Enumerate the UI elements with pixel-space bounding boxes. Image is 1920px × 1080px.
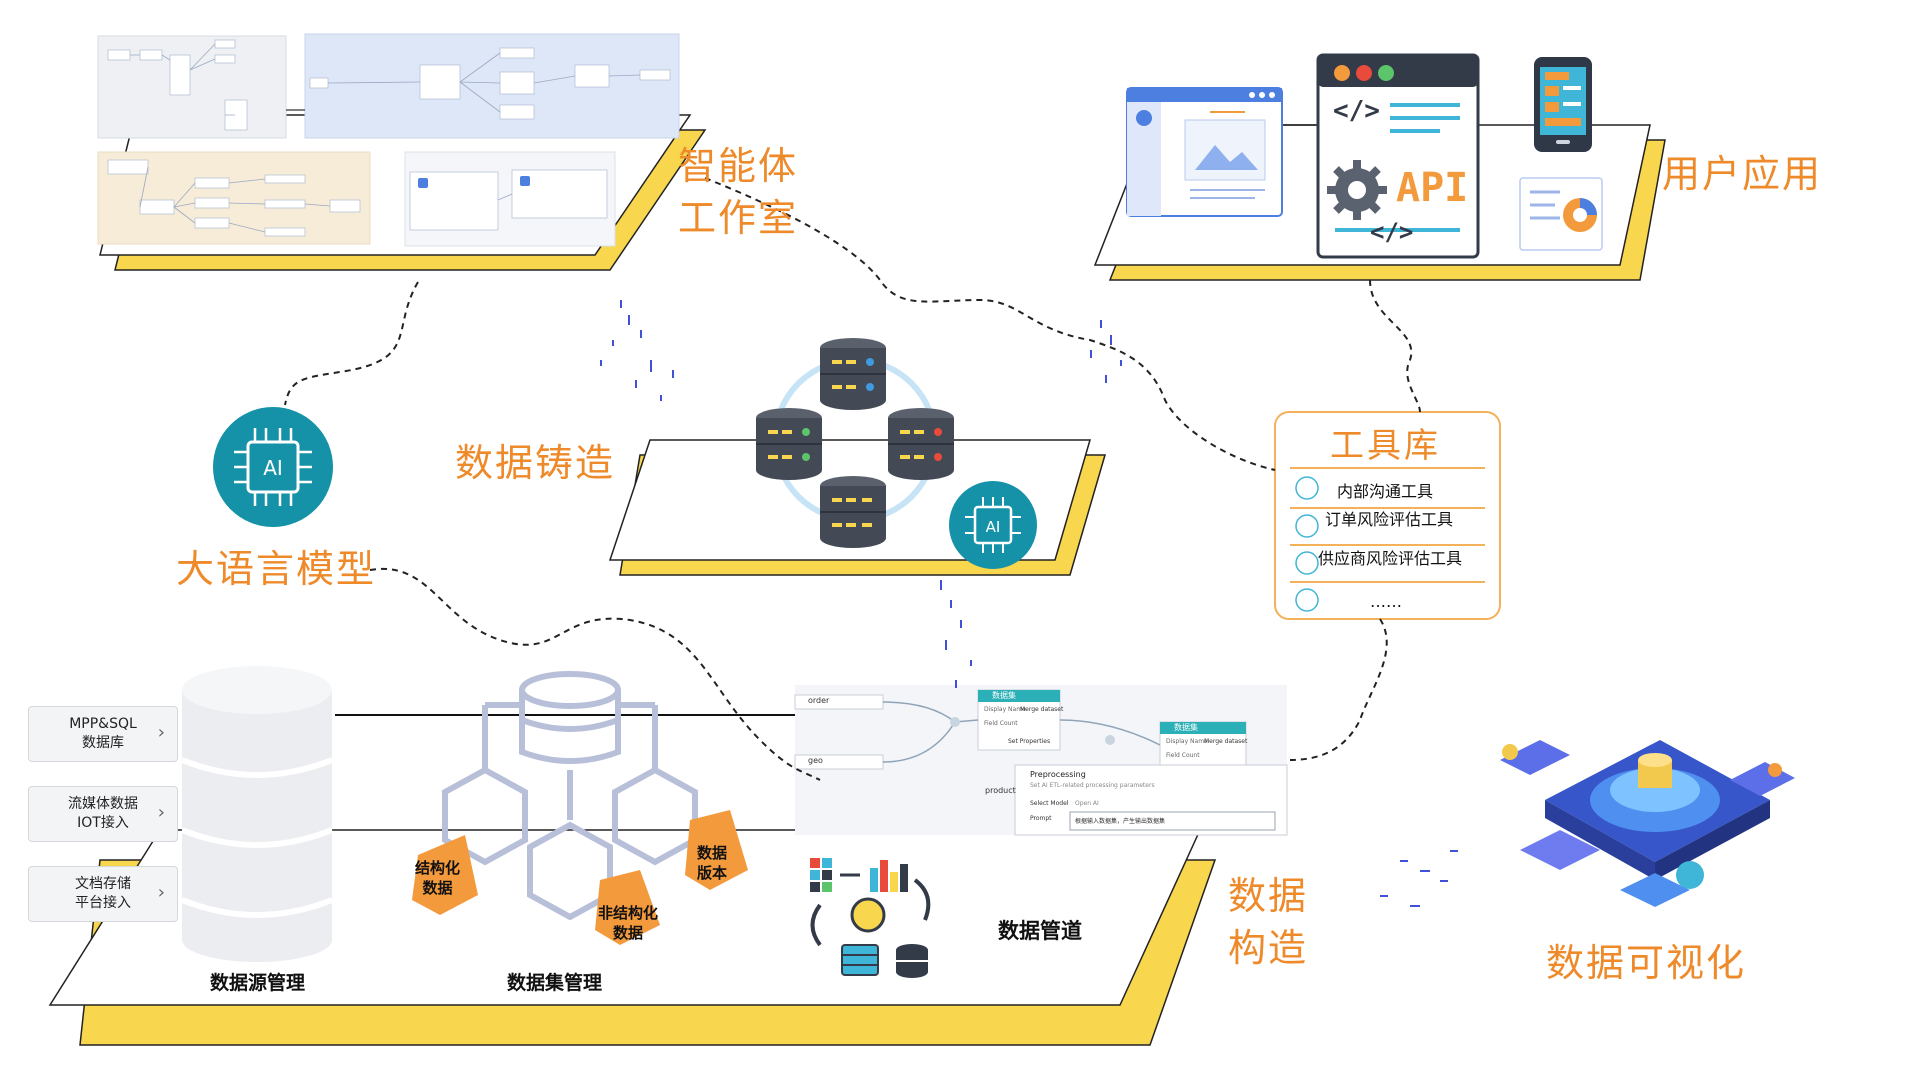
etl-pipeline-icon xyxy=(810,858,931,978)
api-window-icon xyxy=(1316,53,1480,259)
label-data-forge: 数据铸造 xyxy=(455,441,616,485)
label-data-pipeline: 数据管道 xyxy=(998,919,1082,943)
dashed-connectors xyxy=(284,177,1421,781)
datasource-tab-mpp-sql[interactable]: MPP&SQL 数据库 › xyxy=(28,706,178,762)
agent-studio-platform xyxy=(97,33,707,271)
svg-text:AI: AI xyxy=(986,518,1001,536)
pipeline-set-properties[interactable]: Set Properties xyxy=(1008,738,1051,745)
toolkit-item[interactable]: …… xyxy=(1370,592,1402,611)
mobile-app-icon xyxy=(1534,57,1592,152)
data-visualization-illustration xyxy=(1500,740,1795,907)
pipeline-merge: Merge dataset xyxy=(1020,706,1064,713)
pipeline-prompt-value[interactable]: 根据输入数据集，产生输出数据集 xyxy=(1075,818,1166,825)
pipeline-panel-subtitle: Set AI ETL-related processing parameters xyxy=(1030,782,1155,789)
toolkit-title: 工具库 xyxy=(1330,426,1441,466)
pipeline-select-model-label: Select Model xyxy=(1030,800,1069,807)
pipeline-field-count: Field Count xyxy=(984,720,1018,727)
toolkit-item[interactable]: 订单风险评估工具 xyxy=(1325,510,1454,529)
pipeline-node-product: product xyxy=(985,786,1016,795)
pipeline-node-dataset: 数据集 xyxy=(992,691,1016,700)
pipeline-merge: Merge dataset xyxy=(1204,738,1248,745)
chevron-right-icon: › xyxy=(157,802,165,823)
pipeline-select-model-value[interactable]: Open AI xyxy=(1075,800,1099,807)
chevron-right-icon: › xyxy=(157,882,165,903)
server-cluster xyxy=(756,338,954,548)
pipeline-node-geo: geo xyxy=(808,756,823,765)
label-dataset-management: 数据集管理 xyxy=(507,972,603,994)
particle-dots xyxy=(600,300,1458,907)
tag-data-version: 数据 版本 xyxy=(697,844,728,882)
dashboard-icon xyxy=(1519,177,1603,251)
ai-chip-icon-forge: AI xyxy=(949,481,1037,569)
pipeline-display-name: Display Name xyxy=(1166,738,1208,745)
pipeline-screenshot xyxy=(794,685,1288,836)
toolkit-panel xyxy=(1274,411,1501,620)
api-label: API xyxy=(1396,165,1469,211)
label-user-apps: 用户应用 xyxy=(1662,152,1823,196)
datasource-tab-label: 文档存储 平台接入 xyxy=(75,876,131,911)
label-data-construct: 数据 构造 xyxy=(1228,874,1309,970)
api-code-symbol-top: </> xyxy=(1333,96,1380,126)
pipeline-prompt-label: Prompt xyxy=(1030,815,1052,822)
svg-text:AI: AI xyxy=(263,456,283,480)
tag-unstructured-data: 非结构化 数据 xyxy=(598,904,659,942)
ai-chip-icon-llm: AI xyxy=(213,407,333,527)
api-code-symbol-bottom: </> xyxy=(1370,218,1414,246)
toolkit-item[interactable]: 供应商风险评估工具 xyxy=(1318,549,1463,568)
pipeline-panel-title: Preprocessing xyxy=(1030,770,1086,779)
pipeline-display-name: Display Name xyxy=(984,706,1026,713)
database-cylinder-icon xyxy=(180,666,334,962)
toolkit-item[interactable]: 内部沟通工具 xyxy=(1337,482,1434,501)
web-page-icon xyxy=(1126,87,1283,217)
pipeline-field-count: Field Count xyxy=(1166,752,1200,759)
label-datasource-management: 数据源管理 xyxy=(210,972,306,994)
datasource-tab-streaming-iot[interactable]: 流媒体数据 IOT接入 › xyxy=(28,786,178,842)
label-llm: 大语言模型 xyxy=(176,547,377,591)
datasource-tab-document[interactable]: 文档存储 平台接入 › xyxy=(28,866,178,922)
datasource-tab-label: MPP&SQL 数据库 xyxy=(69,716,137,751)
datasource-tab-label: 流媒体数据 IOT接入 xyxy=(68,796,138,831)
dataset-structure-icon xyxy=(442,671,698,921)
label-data-viz: 数据可视化 xyxy=(1546,941,1747,985)
tag-structured-data: 结构化 数据 xyxy=(415,859,461,897)
pipeline-node-dataset: 数据集 xyxy=(1174,723,1198,732)
label-agent-studio: 智能体 工作室 xyxy=(678,144,799,240)
chevron-right-icon: › xyxy=(157,722,165,743)
dataset-tags xyxy=(412,810,748,945)
pipeline-node-order: order xyxy=(808,696,830,705)
